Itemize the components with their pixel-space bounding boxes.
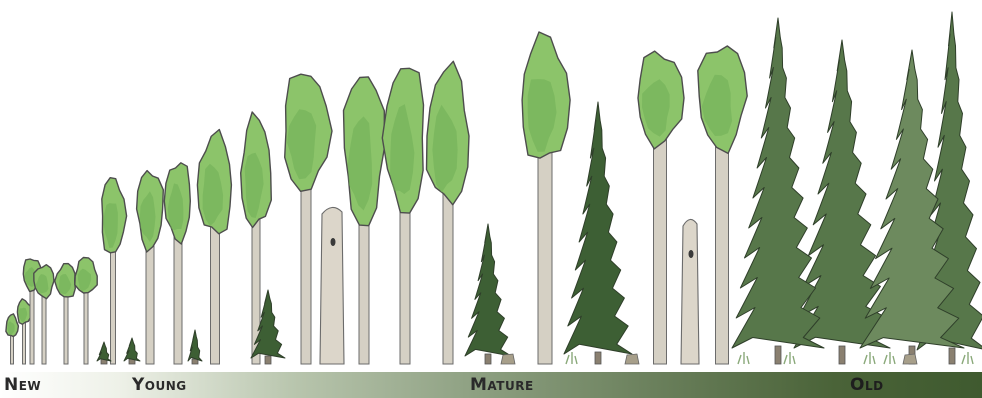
grass-tuft-icon	[884, 352, 895, 364]
grass-tuft-icon	[784, 352, 795, 364]
deciduous-tree-icon	[34, 265, 54, 364]
deciduous-tree-icon	[102, 178, 127, 364]
grass-tuft-icon	[864, 352, 875, 364]
conifer-tree-icon	[732, 18, 824, 364]
succession-stage-bar: New Young Mature Old	[0, 372, 982, 398]
deciduous-tree-icon	[164, 163, 190, 364]
deciduous-tree-icon	[382, 68, 423, 364]
snag-icon	[320, 207, 344, 364]
stage-label-old: Old	[850, 375, 884, 395]
deciduous-tree-icon	[522, 32, 570, 364]
stage-label-mature: Mature	[470, 375, 534, 395]
deciduous-tree-icon	[55, 264, 76, 364]
conifer-tree-icon	[188, 330, 202, 364]
stump-icon	[625, 354, 639, 364]
stump-icon	[903, 354, 917, 364]
deciduous-tree-icon	[137, 171, 164, 364]
grass-tuft-icon	[738, 352, 749, 364]
deciduous-tree-icon	[6, 314, 19, 364]
conifer-tree-icon	[465, 224, 511, 364]
conifer-tree-icon	[564, 102, 632, 364]
stage-label-young: Young	[132, 375, 187, 395]
stump-icon	[501, 354, 515, 364]
deciduous-tree-icon	[17, 299, 31, 364]
snag-icon	[681, 219, 699, 364]
deciduous-tree-icon	[427, 61, 470, 364]
conifer-tree-icon	[124, 338, 140, 364]
deciduous-tree-icon	[197, 130, 231, 365]
grass-tuft-icon	[566, 352, 577, 364]
grass-tuft-icon	[962, 352, 973, 364]
stage-label-new: New	[4, 375, 41, 395]
forest-scene	[0, 0, 982, 372]
deciduous-tree-icon	[75, 258, 97, 365]
deciduous-tree-icon	[344, 77, 385, 364]
conifer-tree-icon	[97, 342, 111, 364]
deciduous-tree-icon	[638, 51, 684, 364]
